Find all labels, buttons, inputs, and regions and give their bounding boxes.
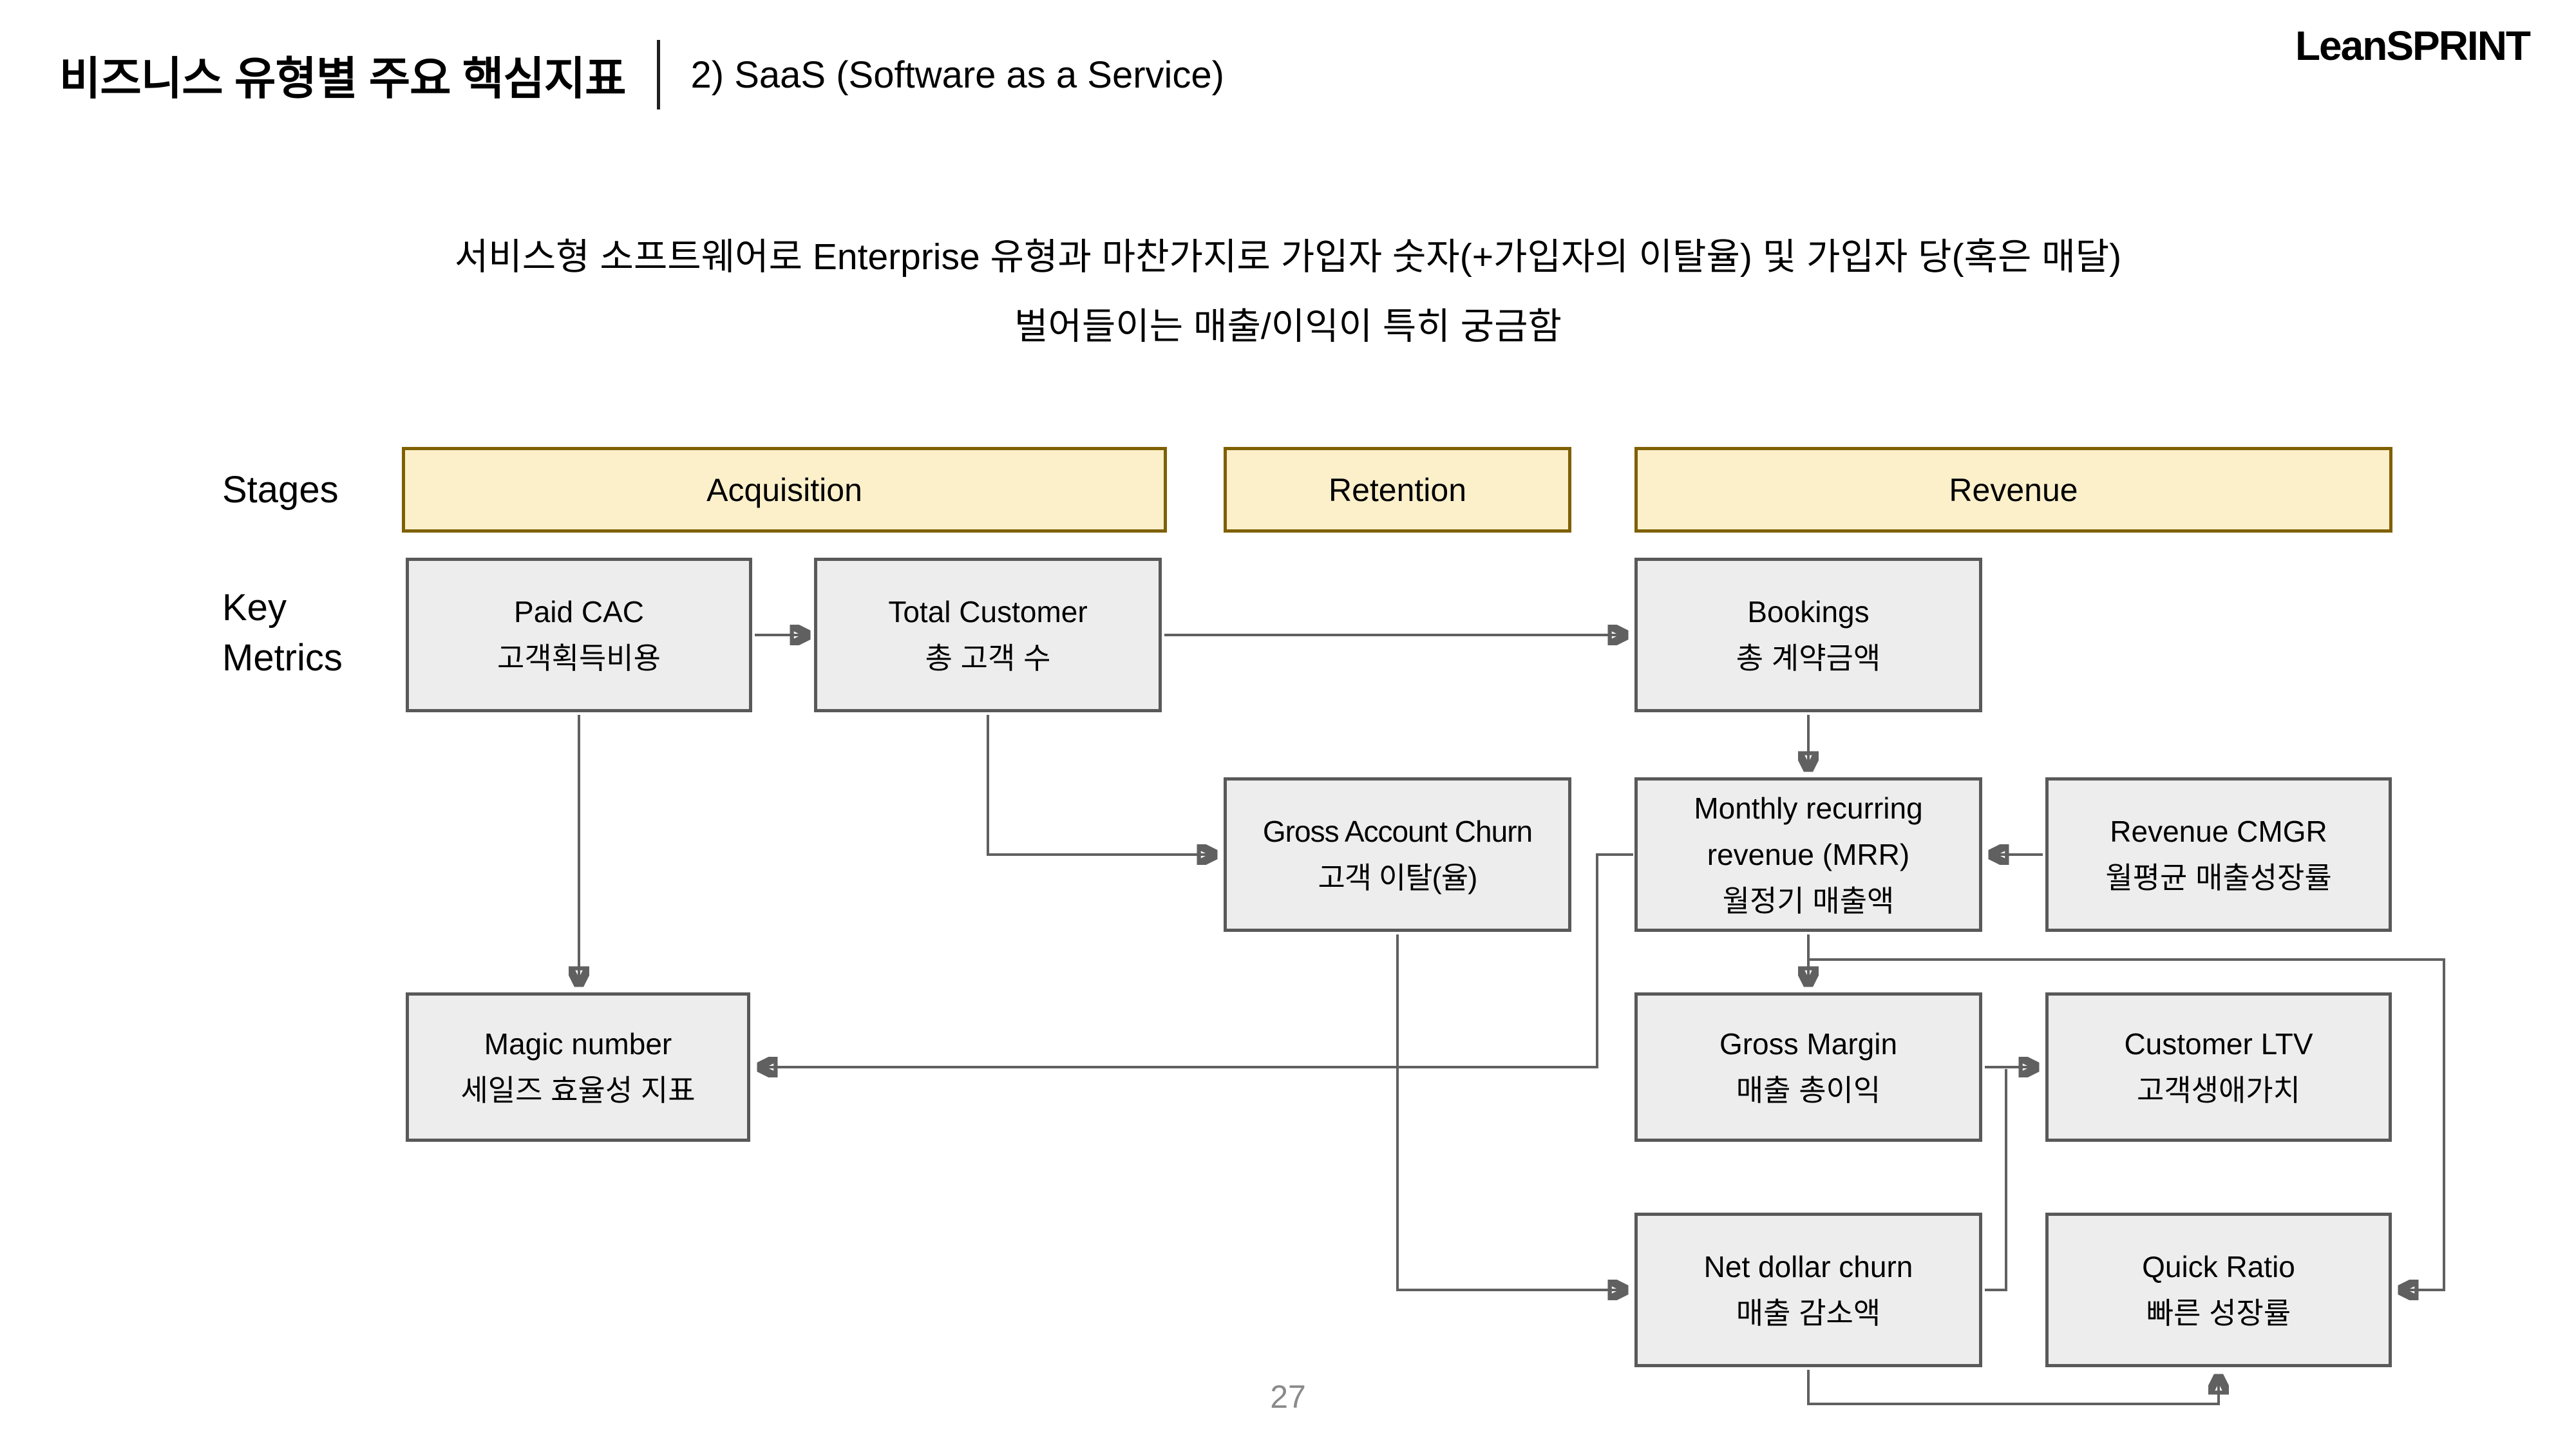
key-metrics-label: Key Metrics — [222, 583, 343, 683]
stages-label: Stages — [222, 469, 339, 511]
description-line-2: 벌어들이는 매출/이익이 특히 궁금함 — [1014, 306, 1562, 347]
stage-label: Revenue — [1949, 471, 2078, 508]
metric-name-en: Total Customer — [888, 595, 1088, 629]
metric-name-ko: 고객생애가치 — [2137, 1074, 2300, 1107]
stage-box-retention: Retention — [1224, 447, 1571, 533]
metric-name-ko: 매출 감소액 — [1736, 1296, 1881, 1330]
stage-box-acquisition: Acquisition — [402, 447, 1167, 533]
metric-box-paid-cac: Paid CAC 고객획득비용 — [406, 558, 752, 712]
page-number: 27 — [1270, 1379, 1306, 1415]
metric-name-en: Monthly recurring revenue (MRR) — [1694, 791, 1923, 871]
stage-label: Acquisition — [706, 471, 862, 508]
metric-name-ko: 월평균 매출성장률 — [2105, 861, 2332, 895]
metric-name-ko: 고객획득비용 — [497, 641, 661, 675]
connector-gross-account-churn-to-net-dollar-churn — [1396, 934, 1624, 1290]
metric-name-en: Bookings — [1747, 595, 1870, 629]
header: 비즈니스 유형별 주요 핵심지표 2) SaaS (Software as a … — [59, 40, 1224, 109]
metric-box-mrr: Monthly recurring revenue (MRR) 월정기 매출액 — [1634, 777, 1982, 932]
metric-name-ko: 고객 이탈(율) — [1318, 861, 1477, 895]
key-metrics-label-line1: Key — [222, 587, 287, 629]
connector-total-customer-to-gross-account-churn — [987, 715, 1213, 855]
description-line-1: 서비스형 소프트웨어로 Enterprise 유형과 마찬가지로 가입자 숫자(… — [454, 236, 2122, 278]
metric-name-ko: 매출 총이익 — [1736, 1074, 1881, 1107]
metric-box-net-dollar-churn: Net dollar churn 매출 감소액 — [1634, 1213, 1982, 1367]
metric-name-ko: 세일즈 효율성 지표 — [460, 1074, 696, 1107]
metric-box-customer-ltv: Customer LTV 고객생애가치 — [2045, 992, 2392, 1142]
page-title: 비즈니스 유형별 주요 핵심지표 — [59, 53, 627, 104]
description: 서비스형 소프트웨어로 Enterprise 유형과 마찬가지로 가입자 숫자(… — [0, 222, 2576, 361]
page-subtitle: 2) SaaS (Software as a Service) — [690, 53, 1225, 96]
metric-name-en: Net dollar churn — [1703, 1250, 1913, 1283]
metric-name-en: Paid CAC — [514, 595, 644, 629]
key-metrics-label-line2: Metrics — [222, 637, 343, 679]
metric-name-en: Quick Ratio — [2142, 1250, 2295, 1283]
metric-name-ko: 총 계약금액 — [1736, 641, 1881, 675]
metric-name-en: Magic number — [484, 1027, 672, 1061]
metric-name-ko: 월정기 매출액 — [1722, 884, 1895, 918]
leansprint-logo: LeanSPRINT — [2295, 23, 2531, 69]
title-separator — [656, 40, 660, 109]
metric-name-en: Revenue CMGR — [2110, 815, 2327, 848]
metric-name-en: Customer LTV — [2124, 1027, 2313, 1061]
metric-box-magic-number: Magic number 세일즈 효율성 지표 — [406, 992, 750, 1142]
metric-box-gross-margin: Gross Margin 매출 총이익 — [1634, 992, 1982, 1142]
metric-name-en: Gross Account Churn — [1262, 815, 1533, 848]
stage-box-revenue: Revenue — [1634, 447, 2392, 533]
metric-name-ko: 총 고객 수 — [925, 641, 1051, 675]
metric-box-total-customer: Total Customer 총 고객 수 — [814, 558, 1162, 712]
metric-box-bookings: Bookings 총 계약금액 — [1634, 558, 1982, 712]
metric-box-quick-ratio: Quick Ratio 빠른 성장률 — [2045, 1213, 2392, 1367]
stage-label: Retention — [1328, 471, 1467, 508]
connector-net-dollar-churn-to-customer-ltv — [1985, 1069, 2007, 1291]
metric-name-en: Gross Margin — [1719, 1027, 1898, 1061]
metric-name-ko: 빠른 성장률 — [2146, 1296, 2291, 1330]
metric-box-revenue-cmgr: Revenue CMGR 월평균 매출성장률 — [2045, 777, 2392, 932]
metric-box-gross-account-churn: Gross Account Churn 고객 이탈(율) — [1224, 777, 1571, 932]
